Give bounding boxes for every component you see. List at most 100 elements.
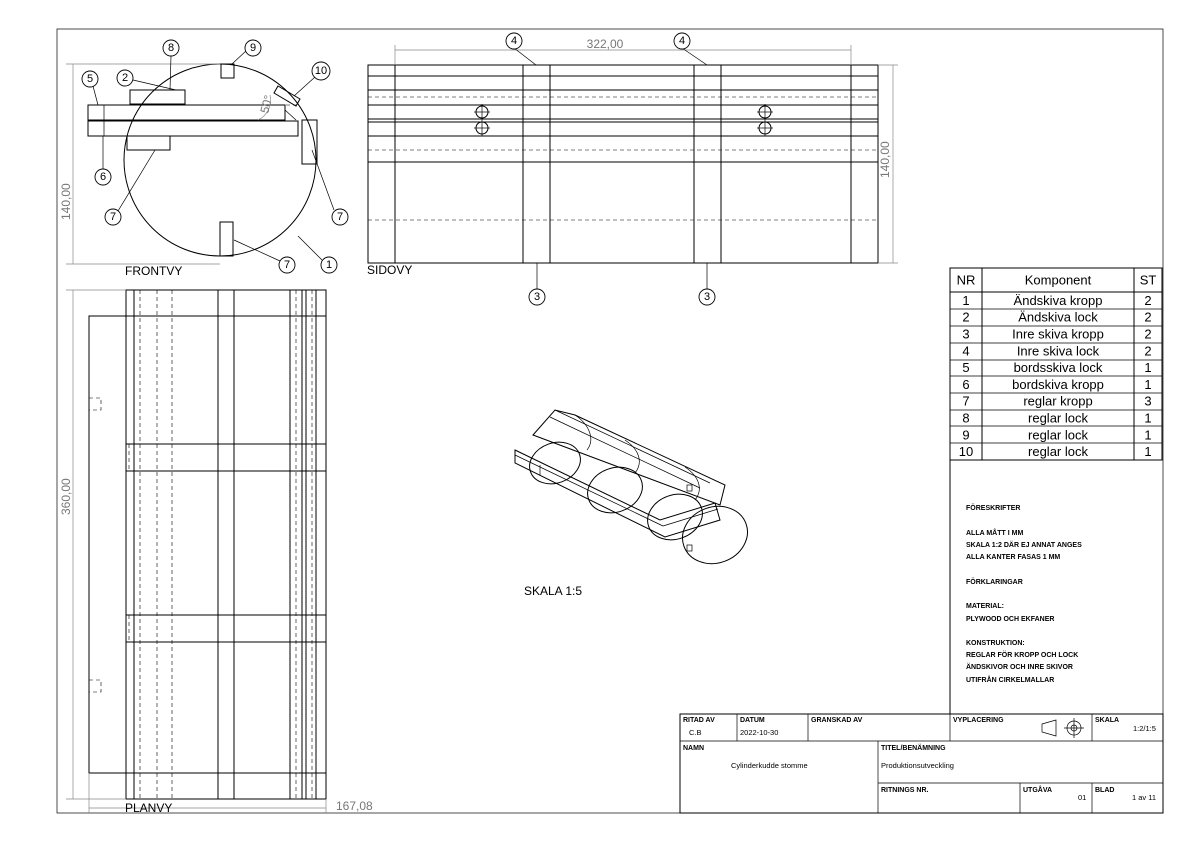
svg-text:KONSTRUKTION:: KONSTRUKTION: [966, 640, 1025, 647]
svg-text:7: 7 [337, 211, 343, 223]
svg-text:5: 5 [87, 73, 93, 85]
svg-text:8: 8 [168, 42, 174, 54]
bom-cell-nr: 7 [962, 394, 969, 409]
front-view: 50° 140,00 FRONTVY [59, 63, 318, 278]
bom-cell-name: reglar lock [1028, 427, 1088, 442]
bom-cell-name: reglar lock [1028, 444, 1088, 459]
plan-view: 360,00 167,08 PLANVY [59, 289, 373, 815]
plan-view-label: PLANVY [125, 801, 172, 815]
plan-length-dimension: 360,00 [59, 478, 73, 515]
svg-text:1: 1 [326, 259, 332, 271]
svg-text:GRANSKAD AV: GRANSKAD AV [811, 717, 863, 724]
svg-text:1:2/1:5: 1:2/1:5 [1133, 724, 1156, 733]
plan-inner-plate-1 [125, 443, 327, 472]
balloon-5 [81, 70, 99, 88]
balloon-2 [116, 69, 134, 87]
svg-text:PLYWOOD OCH EKFANER: PLYWOOD OCH EKFANER [966, 616, 1054, 623]
svg-text:C.B: C.B [689, 728, 702, 737]
bom-cell-nr: 6 [962, 377, 969, 392]
bom-cell-name: bordskiva kropp [1012, 377, 1104, 392]
bom-cell-st: 1 [1144, 411, 1151, 426]
front-table-board-bottom [87, 120, 299, 137]
notes: FÖRESKRIFTER ALLA MÅTT I MM SKALA 1:2 DÄ… [966, 503, 1082, 684]
bom-header-st: ST [1140, 273, 1157, 288]
bom-cell-name: reglar kropp [1023, 394, 1092, 409]
side-inner-plate-left [522, 64, 551, 264]
front-balloons: 8 9 5 2 10 6 7 7 7 1 [81, 39, 349, 274]
svg-text:BLAD: BLAD [1095, 787, 1114, 794]
plan-width-dimension: 167,08 [336, 799, 373, 813]
bom-cell-st: 1 [1144, 427, 1151, 442]
bom-cell-st: 2 [1144, 310, 1151, 325]
svg-text:UTIFRÅN CIRKELMALLAR: UTIFRÅN CIRKELMALLAR [966, 675, 1054, 684]
svg-text:RITAD AV: RITAD AV [683, 717, 715, 724]
bom-cell-nr: 3 [962, 327, 969, 342]
bom-cell-nr: 5 [962, 360, 969, 375]
svg-text:6: 6 [100, 171, 106, 183]
balloon-1 [320, 256, 338, 274]
side-length-dimension: 322,00 [587, 37, 624, 51]
svg-text:2022-10-30: 2022-10-30 [740, 728, 778, 737]
front-slat-7a [126, 135, 171, 151]
svg-text:01: 01 [1078, 793, 1086, 802]
side-inner-plate-right [693, 64, 722, 264]
front-slat-7b [301, 119, 318, 165]
balloon-10 [311, 61, 331, 81]
svg-text:10: 10 [315, 65, 327, 77]
title-block: RITAD AV C.B DATUM 2022-10-30 GRANSKAD A… [679, 268, 1164, 814]
front-slat-9 [220, 63, 235, 79]
front-slat-7c [219, 221, 234, 257]
front-height-dimension: 140,00 [59, 183, 73, 220]
svg-text:TITEL/BENÄMNING: TITEL/BENÄMNING [881, 744, 946, 752]
balloon-4a [505, 32, 523, 50]
plan-inner-plate-2 [125, 614, 327, 643]
svg-text:REGLAR FÖR KROPP OCH LOCK: REGLAR FÖR KROPP OCH LOCK [966, 650, 1078, 659]
iso-scale-label: SKALA 1:5 [524, 584, 582, 598]
svg-text:SKALA 1:2 DÄR EJ ANNAT ANGES: SKALA 1:2 DÄR EJ ANNAT ANGES [966, 541, 1082, 549]
side-height-dimension: 140,00 [878, 141, 892, 178]
balloon-7c [278, 256, 296, 274]
balloon-9 [244, 39, 262, 57]
svg-text:RITNINGS NR.: RITNINGS NR. [881, 787, 929, 794]
bom-cell-name: Ändskiva lock [1018, 310, 1098, 325]
bom-cell-st: 3 [1144, 394, 1151, 409]
bom-cell-nr: 4 [962, 343, 969, 358]
side-view: 322,00 140,00 SIDOVY [367, 37, 898, 277]
bom-cell-name: Inre skiva kropp [1012, 327, 1104, 342]
svg-text:ALLA MÅTT I MM: ALLA MÅTT I MM [966, 528, 1023, 537]
svg-text:3: 3 [704, 291, 710, 303]
bom-cell-name: reglar lock [1028, 411, 1088, 426]
svg-text:2: 2 [122, 72, 128, 84]
bom-cell-nr: 1 [962, 293, 969, 308]
svg-text:1 av 11: 1 av 11 [1132, 793, 1156, 802]
projection-symbol-icon [1041, 718, 1084, 738]
bom-cell-st: 2 [1144, 327, 1151, 342]
sheet-border [56, 28, 1164, 814]
front-angle-dimension: 50° [257, 93, 275, 114]
svg-text:ÄNDSKIVOR OCH INRE SKIVOR: ÄNDSKIVOR OCH INRE SKIVOR [966, 663, 1073, 671]
bom-table: NR Komponent ST [949, 267, 1163, 461]
svg-text:7: 7 [110, 211, 116, 223]
bom-cell-nr: 2 [962, 310, 969, 325]
bom-header-nr: NR [957, 273, 976, 288]
bom-cell-name: bordsskiva lock [1014, 360, 1103, 375]
svg-text:FÖRKLARINGAR: FÖRKLARINGAR [966, 577, 1023, 586]
svg-text:Produktionsutveckling: Produktionsutveckling [881, 761, 954, 770]
svg-text:SKALA: SKALA [1095, 717, 1119, 724]
svg-text:9: 9 [250, 42, 256, 54]
svg-text:NAMN: NAMN [683, 745, 704, 752]
bom-cell-name: Inre skiva lock [1017, 343, 1100, 358]
bom-header-component: Komponent [1025, 273, 1092, 288]
balloon-8 [162, 39, 180, 57]
svg-text:Cylinderkudde stomme: Cylinderkudde stomme [731, 761, 808, 770]
bom-cell-nr: 10 [959, 444, 973, 459]
bom-cell-st: 1 [1144, 444, 1151, 459]
balloon-7b [331, 208, 349, 226]
svg-text:DATUM: DATUM [740, 717, 765, 724]
svg-text:7: 7 [284, 259, 290, 271]
isometric-view [514, 409, 748, 565]
side-balloons: 4 4 3 3 [505, 32, 716, 306]
balloon-6 [94, 168, 112, 186]
